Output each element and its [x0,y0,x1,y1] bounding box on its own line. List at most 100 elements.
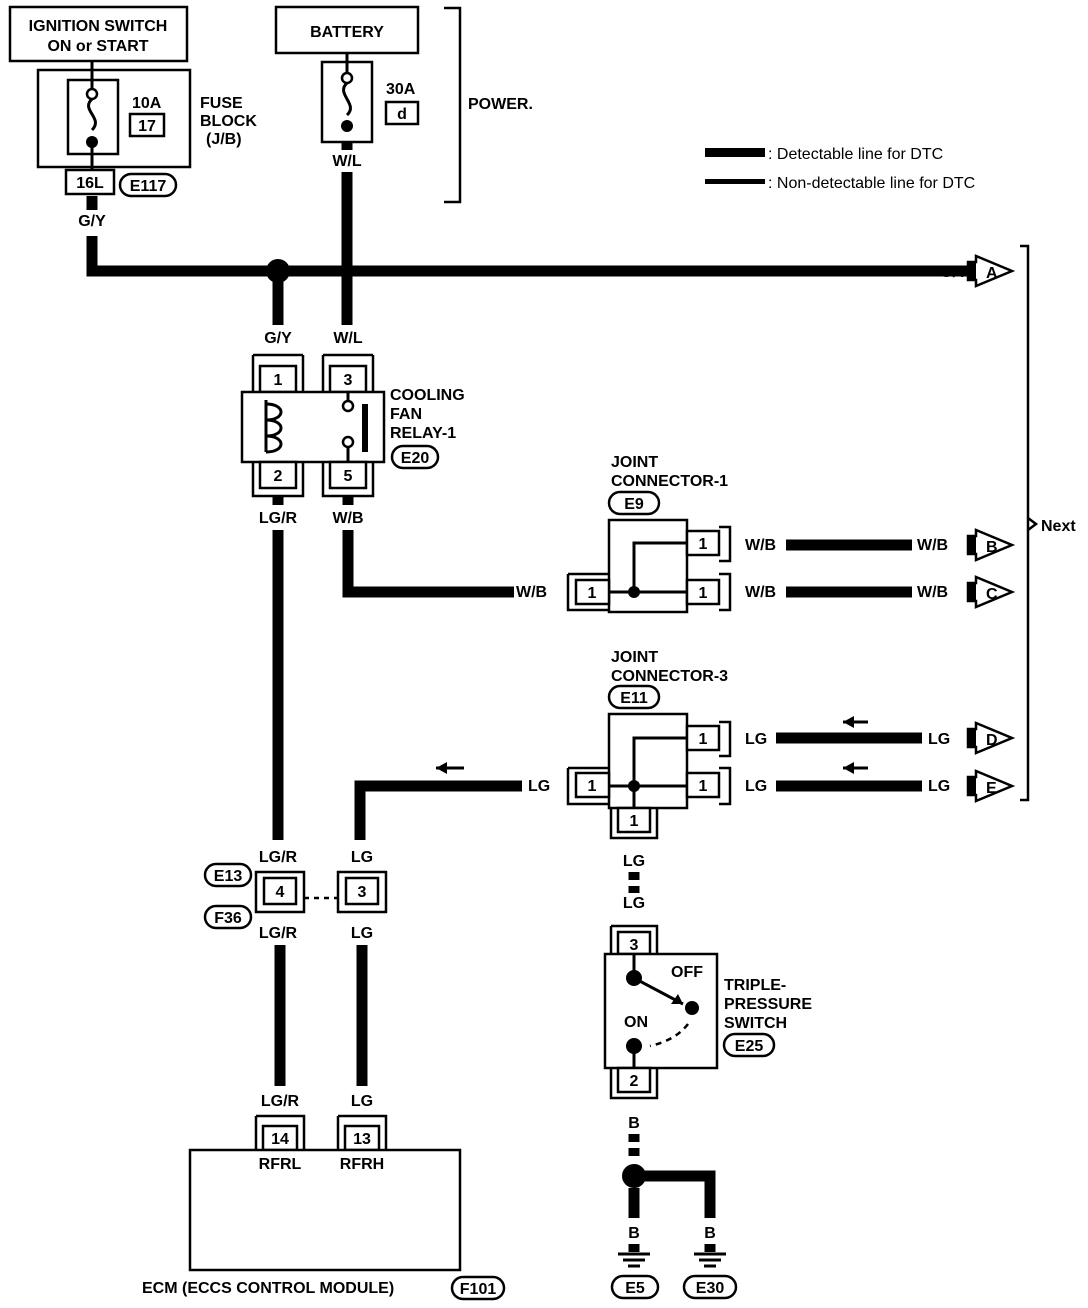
wire-color-wb-relay: W/B [332,510,363,527]
wire-color-wb-c2: W/B [917,584,948,601]
legend-detectable: : Detectable line for DTC [768,146,943,163]
joint1-label-1: JOINT [611,454,658,471]
ground-icon [618,1252,650,1268]
relay-pin-5: 5 [344,468,353,485]
wire-color-lg-h2: LG [351,925,373,942]
joint1-pin-c: 1 [699,585,708,602]
battery-box [274,5,420,55]
ecm-pin-14: 14 [271,1131,289,1148]
ignition-switch-label: IGNITION SWITCH [29,18,168,35]
arrow-left-icon [843,762,854,774]
fuse-number: 17 [138,118,156,135]
next-label: Next [1041,518,1076,535]
wire-color-gy-top: G/Y [78,213,106,230]
connector-e20: E20 [401,450,430,467]
wire-color-wb-b1: W/B [745,537,776,554]
legend-detectable-line [705,148,765,157]
wire-color-lg-e1: LG [745,778,767,795]
next-bracket [1020,244,1030,802]
switch-off-label: OFF [671,964,703,981]
wire-color-wl-top: W/L [332,153,362,170]
wire-color-wb-b2: W/B [917,537,948,554]
fuse-30a-element-icon [342,81,352,117]
fuse-amp: 10A [132,95,162,112]
fuse-block-label-2: BLOCK [200,113,257,130]
legend-non-detectable: : Non-detectable line for DTC [768,175,975,192]
wire-wb [342,530,514,598]
wire-lg-to-ecm [354,780,522,840]
ground-icon [694,1252,726,1268]
ignition-switch-state: ON or START [47,38,148,55]
next-connectors: A B C D E [966,254,1016,803]
joint3-label-1: JOINT [611,649,658,666]
joint1-pin-in: 1 [588,585,597,602]
fuse-element-icon [87,97,97,132]
next-label-e: E [986,780,997,797]
connector-f36: F36 [214,910,242,927]
relay-label-1: COOLING [390,387,465,404]
wire-color-lg-h1: LG [351,849,373,866]
joint-connector-3-box [607,712,689,810]
connector-e13: E13 [214,868,243,885]
connector-e11: E11 [620,690,648,707]
wire-color-lgr-h1: LG/R [259,849,298,866]
connector-f101: F101 [460,1281,497,1298]
wire-color-wb-c1: W/B [745,584,776,601]
wire-color-b-1: B [628,1115,640,1132]
battery-label: BATTERY [310,24,384,41]
next-label-d: D [986,732,998,749]
switch-label-1: TRIPLE- [724,977,786,994]
wire-color-lg-e2: LG [928,778,950,795]
fuse-block-label-3: (J/B) [206,131,242,148]
wire-color-gy-relay: G/Y [264,330,292,347]
wire-color-b-e5: B [628,1225,640,1242]
ecm-terminal-rfrh: RFRH [340,1156,384,1173]
wire-color-wl-relay: W/L [333,330,363,347]
joint-connector-1-box [607,518,689,614]
relay-pin-2: 2 [274,468,283,485]
wire-color-lg-d2: LG [928,731,950,748]
connector-e25: E25 [735,1038,764,1055]
joint3-pin-down: 1 [630,813,639,830]
joint3-pin-e: 1 [699,778,708,795]
harness-pin-4: 4 [276,884,285,901]
fuse-block-terminal [64,168,116,196]
ecm-pin-13: 13 [353,1131,371,1148]
ecm-label: ECM (ECCS CONTROL MODULE) [142,1280,394,1297]
harness-pin-3: 3 [358,884,367,901]
wire-gy-main [86,236,968,277]
power-bracket [444,6,462,204]
switch-pin-3: 3 [630,937,639,954]
battery-fuse-amp: 30A [386,81,416,98]
joint3-pin-in: 1 [588,778,597,795]
ground-e30: E30 [696,1280,725,1297]
joint3-pin-d: 1 [699,731,708,748]
switch-label-2: PRESSURE [724,996,812,1013]
switch-pin-2: 2 [630,1073,639,1090]
wire-color-lgr-ecm: LG/R [261,1093,300,1110]
joint1-pin-b: 1 [699,536,708,553]
fuse-block-label-1: FUSE [200,95,243,112]
battery-fuse-id: d [397,106,407,123]
relay-pin-3: 3 [344,372,353,389]
switch-label-3: SWITCH [724,1015,787,1032]
wire-color-gy-right: G/Y [940,264,968,281]
ignition-switch-box [8,5,189,63]
wire-color-lg-sw1: LG [623,853,645,870]
fuse-block-terminal-label: 16L [76,175,104,192]
relay-coil-icon [265,402,283,454]
joint1-label-2: CONNECTOR-1 [611,473,728,490]
arrow-left-icon [436,762,447,774]
connector-e117: E117 [130,178,167,195]
wire-color-lgr-relay: LG/R [259,510,298,527]
triple-pressure-switch-box [603,952,719,1070]
wire-color-lgr-h2: LG/R [259,925,298,942]
wire-color-lg-d1: LG [745,731,767,748]
legend-non-detectable-line [705,179,765,184]
ecm-terminal-rfrl: RFRL [259,1156,302,1173]
wire-color-wb-in: W/B [516,584,547,601]
power-label: POWER. [468,96,533,113]
switch-on-label: ON [624,1014,648,1031]
connector-e9: E9 [624,496,644,513]
